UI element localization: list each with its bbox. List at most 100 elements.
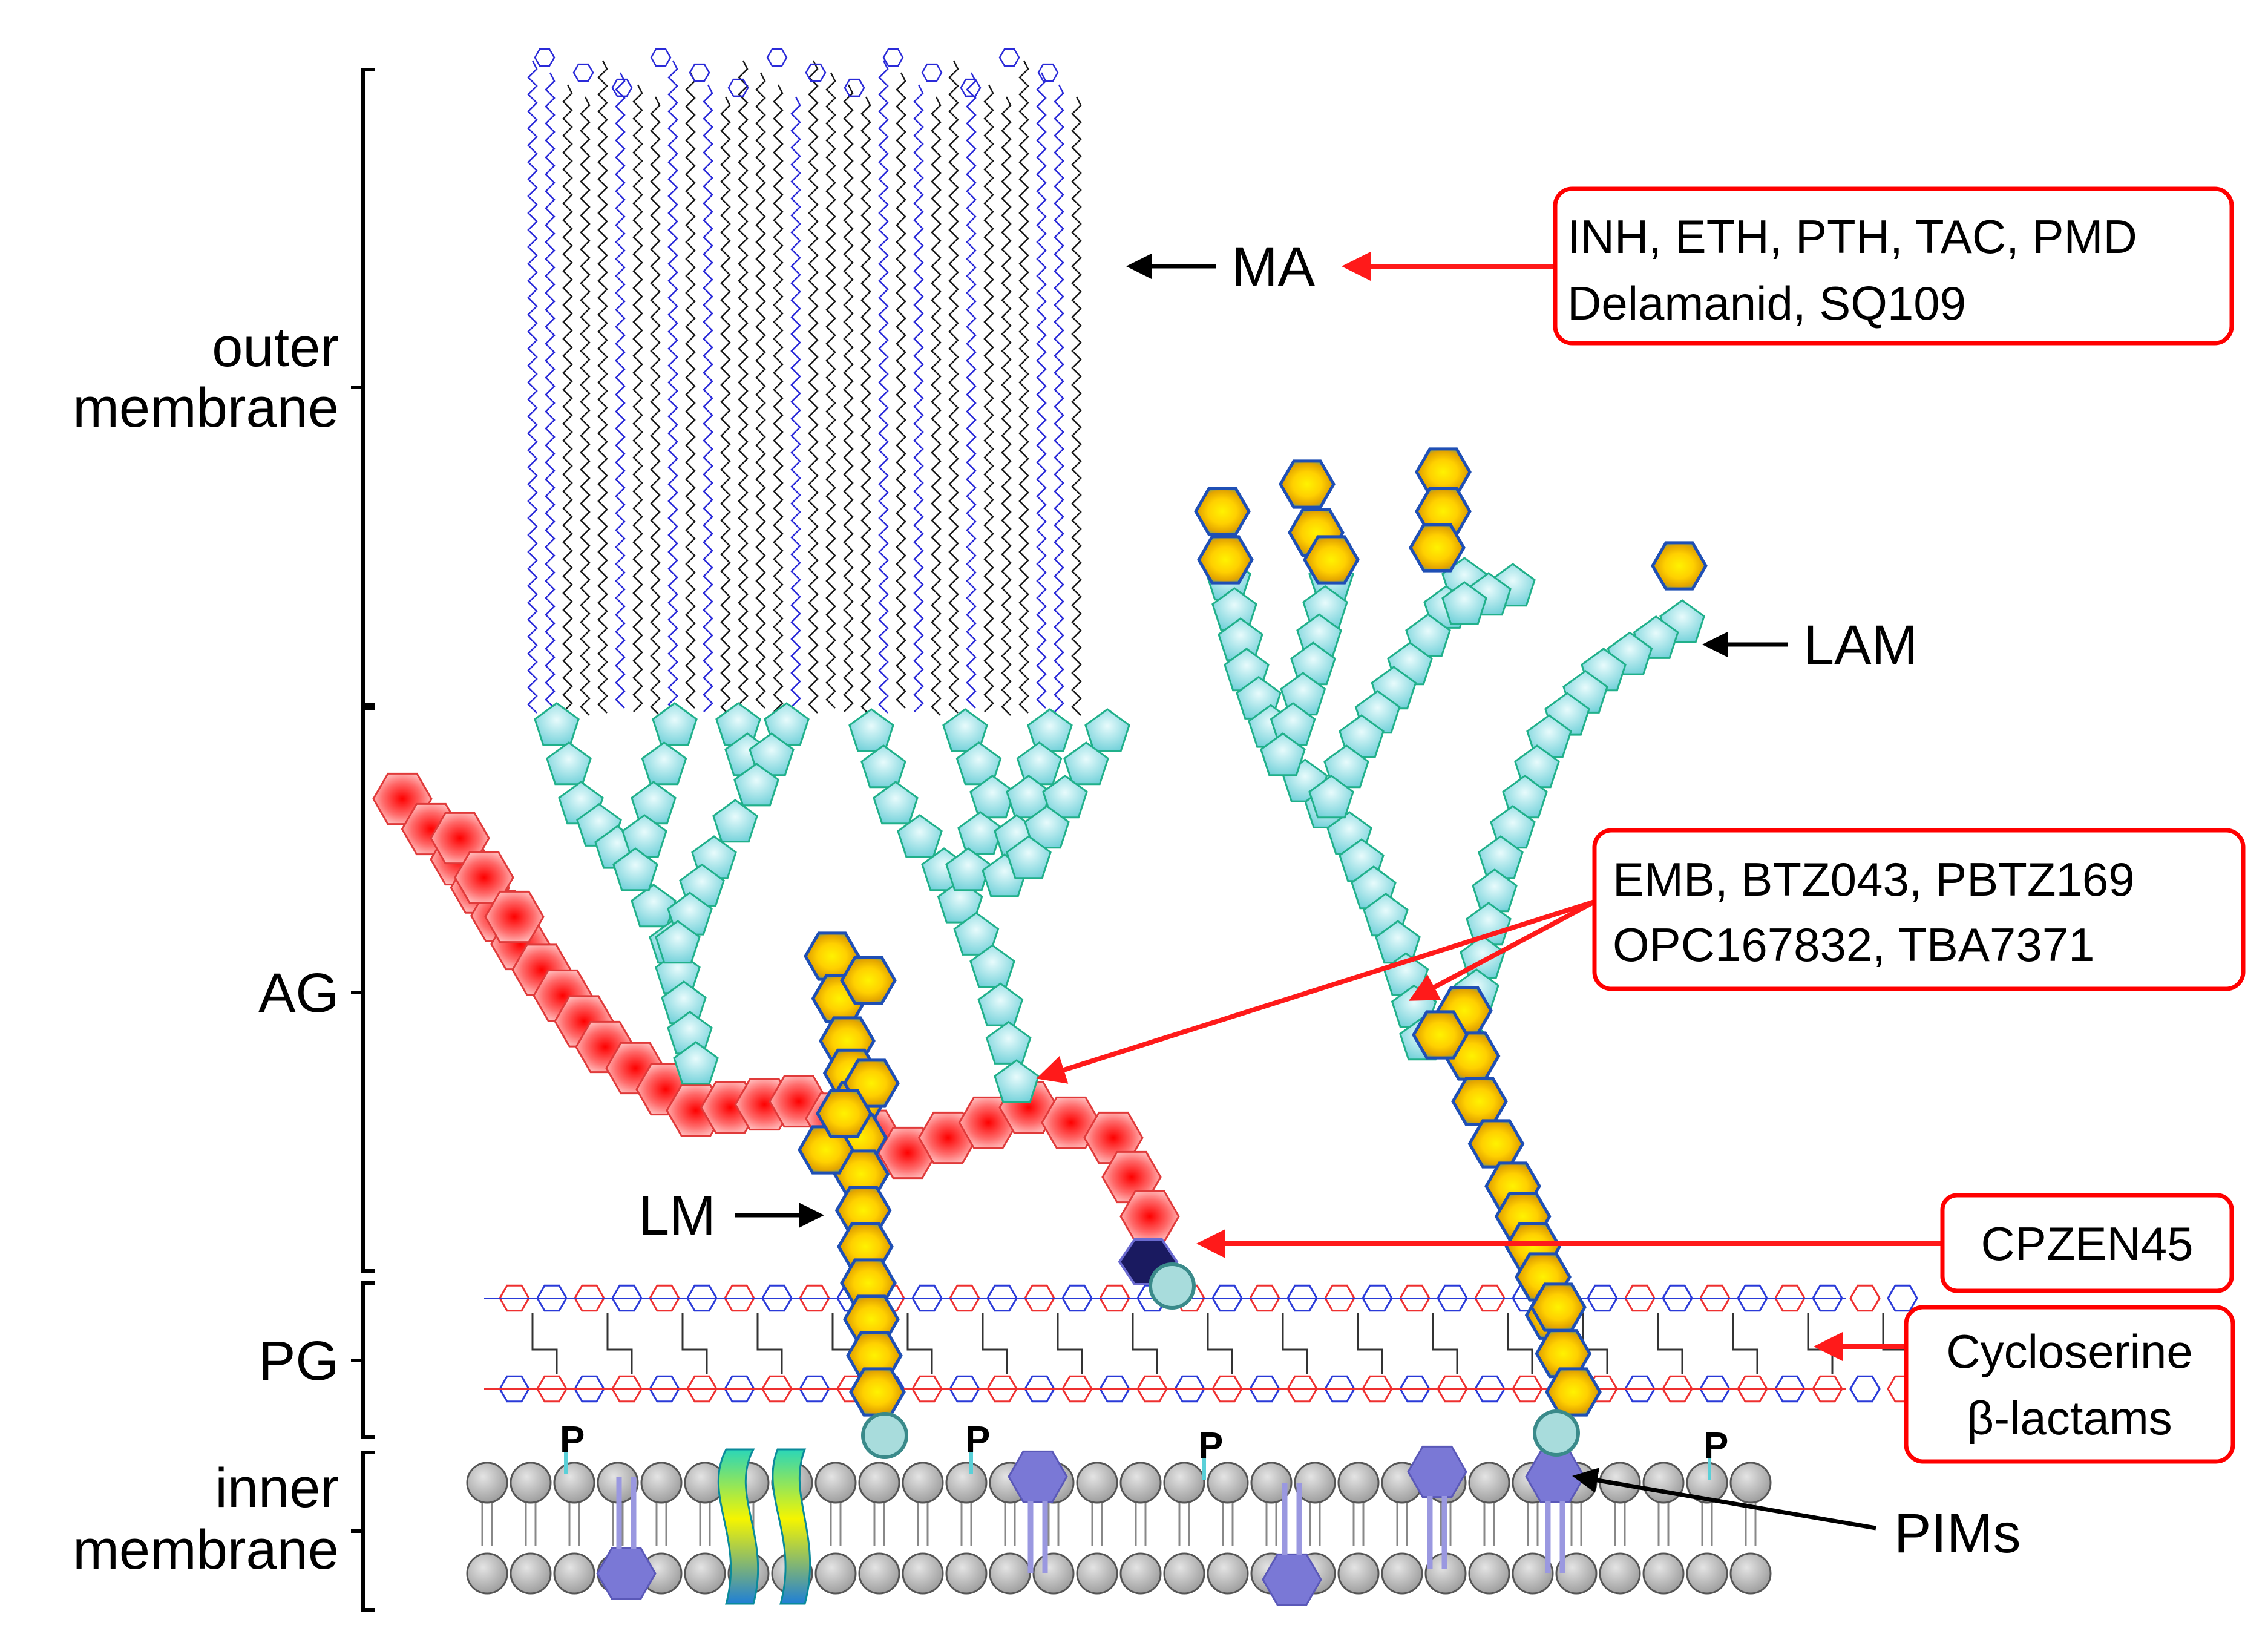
- arabinose-residue: [641, 741, 687, 786]
- arabinose-residue: [712, 799, 758, 843]
- trehalose-ring: [805, 63, 827, 82]
- arabinose-residue: [733, 763, 779, 807]
- mycolic-chain: [720, 96, 731, 716]
- trehalose-ring: [650, 48, 672, 67]
- mycolic-chain: [685, 72, 696, 709]
- arabinose-residue: [957, 811, 1003, 855]
- lam-anchor-sphere: [1533, 1409, 1580, 1457]
- lipid-head-inner: [1729, 1552, 1772, 1595]
- mycolic-chain: [1018, 60, 1029, 714]
- ag-drugs-line2: OPC167832, TBA7371: [1613, 918, 2094, 971]
- layer-labels: outer membrane AG PG inner membrane: [73, 317, 339, 1581]
- pim-headgroup: [596, 1547, 657, 1600]
- ma-drugs-line1: INH, ETH, PTH, TAC, PMD: [1567, 210, 2137, 263]
- lipid-head-inner: [1337, 1552, 1380, 1595]
- mannose-residue: [1545, 1367, 1602, 1417]
- mycolic-chain: [1071, 96, 1082, 716]
- lipid-head-outer: [1642, 1462, 1685, 1504]
- mannose-residue: [849, 1367, 906, 1417]
- trehalose-ring: [611, 78, 633, 97]
- lipid-head-inner: [1032, 1552, 1075, 1595]
- mannose-residue: [1530, 1282, 1587, 1332]
- mannose-residue: [1409, 523, 1466, 573]
- trehalose-ring: [572, 63, 594, 82]
- pg-label: PG: [258, 1330, 339, 1392]
- mycolic-chain: [983, 84, 994, 712]
- pg-sugar-ring: [1849, 1284, 1881, 1312]
- mycolic-chain: [966, 72, 977, 709]
- mycolic-chain: [703, 84, 713, 712]
- arabinose-residue: [1027, 708, 1073, 752]
- arabinose-residue: [655, 920, 701, 964]
- arabinose-residue: [546, 741, 592, 786]
- lipid-head-inner: [902, 1552, 944, 1595]
- pg-peptide-crosslink: [1132, 1313, 1158, 1374]
- lipid-head-inner: [1119, 1552, 1162, 1595]
- lipid-head-inner: [1599, 1552, 1641, 1595]
- arabinose-residue: [1006, 835, 1052, 879]
- pg-peptide-crosslink: [1882, 1313, 1909, 1374]
- mannose-residue: [1197, 535, 1254, 585]
- mycolic-chain: [562, 84, 573, 712]
- pg-sugar-ring: [1849, 1375, 1881, 1403]
- lipid-head-inner: [466, 1552, 508, 1595]
- pg-drugs-line1: Cycloserine: [1946, 1325, 2192, 1378]
- lipid-head-outer: [1163, 1462, 1205, 1504]
- mycolic-chain: [597, 60, 608, 714]
- arabinose-residue: [848, 708, 894, 752]
- lipid-head-outer: [1686, 1462, 1728, 1504]
- lipid-head-inner: [814, 1552, 857, 1595]
- arabinan-branches: [534, 557, 1705, 1103]
- lipid-head-inner: [1381, 1552, 1423, 1595]
- inner-membrane-bracket: [361, 1451, 375, 1612]
- phosphate-marker: P: [1198, 1425, 1223, 1480]
- inner-membrane-label-line2: membrane: [73, 1519, 339, 1581]
- pg-peptide-crosslink: [1657, 1313, 1683, 1374]
- lipid-head-outer: [902, 1462, 944, 1504]
- arabinose-residue: [945, 847, 991, 891]
- mycolic-chain: [545, 72, 556, 709]
- arabinose-residue: [652, 702, 698, 746]
- pg-peptide-crosslink: [1357, 1313, 1383, 1374]
- peptidoglycan-layer: [484, 1284, 1918, 1403]
- arabinose-residue: [977, 982, 1024, 1026]
- mycolic-chain: [615, 72, 626, 709]
- pg-peptide-crosslink: [1057, 1313, 1083, 1374]
- lipid-head-inner: [1512, 1552, 1554, 1595]
- mycolic-chain: [825, 72, 836, 709]
- mycolic-chain: [860, 96, 871, 716]
- lipid-head-inner: [858, 1552, 900, 1595]
- phosphate-marker: P: [965, 1419, 990, 1474]
- lipid-head-inner: [1163, 1552, 1205, 1595]
- lipid-head-outer: [510, 1462, 552, 1504]
- linker-unit: [1118, 1238, 1196, 1310]
- ag-bracket: [361, 706, 375, 1273]
- arabinose-residue: [534, 702, 580, 746]
- membrane-protein-pore: [717, 1448, 759, 1605]
- pg-peptide-crosslink: [1582, 1313, 1608, 1374]
- lipid-head-outer: [1207, 1462, 1249, 1504]
- svg-text:P: P: [1703, 1425, 1728, 1467]
- mannose-residue: [1194, 487, 1251, 536]
- mycolic-chain: [632, 84, 643, 712]
- trehalose-ring: [844, 78, 865, 97]
- mycolic-chain: [1036, 72, 1047, 709]
- lipid-head-inner: [1555, 1552, 1598, 1595]
- trehalose-ring: [766, 48, 788, 67]
- lipid-head-outer: [1468, 1462, 1510, 1504]
- inner-membrane-label-line1: inner: [215, 1457, 339, 1519]
- phosphate-markers: P P P P: [560, 1419, 1728, 1480]
- pg-peptide-crosslink: [1732, 1313, 1758, 1374]
- pg-peptide-crosslink: [756, 1313, 783, 1374]
- lm-anchor-sphere: [861, 1412, 908, 1459]
- lipid-head-outer: [1076, 1462, 1118, 1504]
- pg-peptide-crosslink: [1432, 1313, 1458, 1374]
- pg-peptide-crosslink: [906, 1313, 933, 1374]
- ag-drug-arrow-2: [1408, 899, 1596, 1001]
- arabinose-residue: [631, 884, 677, 928]
- pg-peptide-crosslink: [606, 1313, 633, 1374]
- mycolic-chain: [580, 96, 591, 716]
- ag-label: AG: [258, 962, 339, 1024]
